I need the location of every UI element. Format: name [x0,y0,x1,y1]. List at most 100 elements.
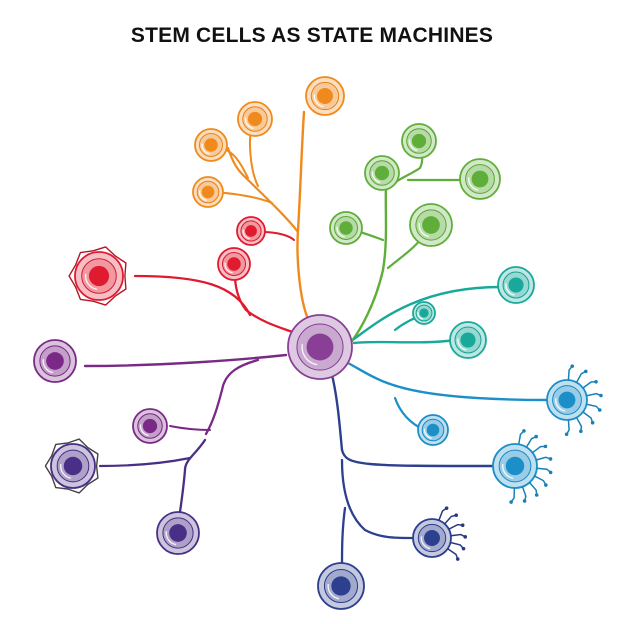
cell-nucleus [505,456,525,476]
cell-navy-large [317,562,365,610]
cell-dendrite [567,365,573,381]
cell-nucleus [227,257,241,271]
cell-green [329,211,363,245]
cell-highlight [423,428,432,439]
cell-highlight [505,283,515,296]
cell-dendrite-tip [461,546,466,551]
cell-orange [237,101,273,137]
purple-down [204,358,260,436]
cell-dendrite [448,523,463,530]
cell-highlight [327,583,340,600]
cell-nucleus [460,332,476,348]
cell-nucleus [88,265,110,287]
cell-nucleus [508,277,524,293]
cells [33,76,603,610]
cell-dendrite-tip [460,523,465,528]
cell-dendrite-tip [463,535,468,539]
cell-green [401,123,437,159]
cell-blue-dendritic [492,429,553,504]
cell-dendrite-tip [548,457,553,461]
cell-dendrite-tip [544,483,548,487]
cell-highlight [371,171,381,184]
cell-green [459,158,501,200]
cell-highlight [42,359,54,374]
cell-highlight [555,398,566,412]
cell-nucleus [558,391,576,409]
cell-dendrite [534,475,547,486]
cell-dendrite-tip [597,408,602,412]
cell-highlight [165,531,177,546]
cell-ruffled-membrane [44,438,99,494]
cell-red-large [68,246,127,306]
cell-red [217,247,251,281]
cell-highlight [224,262,233,274]
cell-highlight [502,463,514,479]
cell-dendrite-tip [455,557,460,561]
cell-green [364,155,400,191]
diagram-title: STEM CELLS AS STATE MACHINES [130,24,494,47]
cell-nucleus [201,185,215,199]
cell-ruffled-membrane [68,246,127,306]
cell-dendrite [438,507,448,521]
cell-nucleus [46,352,64,370]
cell-dendrite [582,381,597,389]
cell-highlight [417,311,424,320]
cell-nucleus [142,418,158,434]
stem-cell-center [287,314,353,380]
cell-dendrite-tip [522,499,527,503]
navy-twig [340,506,347,568]
cell-nucleus [339,221,353,235]
cell-dendrite-tip [548,470,553,475]
cell-dendrite-tip [509,500,513,504]
cell-dendrite [517,430,525,445]
cell-purple [33,339,77,383]
cell-highlight [198,190,207,201]
cell-highlight [336,226,345,238]
cell-highlight [313,94,324,108]
cell-nucleus [422,216,440,234]
cell-highlight [244,117,254,130]
cell-dendrite [575,417,583,432]
navy-twig [340,458,414,540]
cell-highlight [242,229,250,240]
cell-highlight [457,338,467,351]
cell-red-small [236,216,266,246]
cell-dendrite [582,411,594,423]
cell-violet-ruffled [44,438,99,494]
cell-dendrite [586,403,601,411]
cell-nucleus [471,170,489,188]
cell-dendrite [525,435,537,448]
cell-dendrite [521,486,527,502]
teal-branch [352,285,502,341]
cell-dendrite [532,445,546,454]
cell-highlight [301,344,318,366]
purple-twig [169,425,211,431]
cell-highlight [60,463,72,479]
cell-dendrite-tip [579,429,583,434]
cell-dendrite-tip [543,444,548,449]
cell-nucleus [204,138,218,152]
green-twig [386,238,422,270]
cell-purple-small [132,408,168,444]
cell-highlight [420,536,431,550]
cell-violet [156,511,200,555]
orange-branch [226,146,300,234]
purple-left [83,353,288,368]
cell-nucleus [426,423,440,437]
cell-nucleus [411,133,427,149]
cell-nucleus [317,88,333,104]
cell-nucleus [247,111,263,127]
green-trunk [350,183,388,343]
cell-dendrite-tip [570,364,575,368]
cell-dendrite [586,392,602,397]
cell-dendrite [447,548,459,560]
cell-dendrite [450,541,465,550]
cell-teal [449,321,487,359]
cell-nucleus [63,456,83,476]
cell-dendrite-tip [454,513,459,518]
cell-nucleus [169,524,187,542]
red-long [133,274,252,317]
cell-nucleus [419,308,429,318]
cell-nucleus [374,165,390,181]
